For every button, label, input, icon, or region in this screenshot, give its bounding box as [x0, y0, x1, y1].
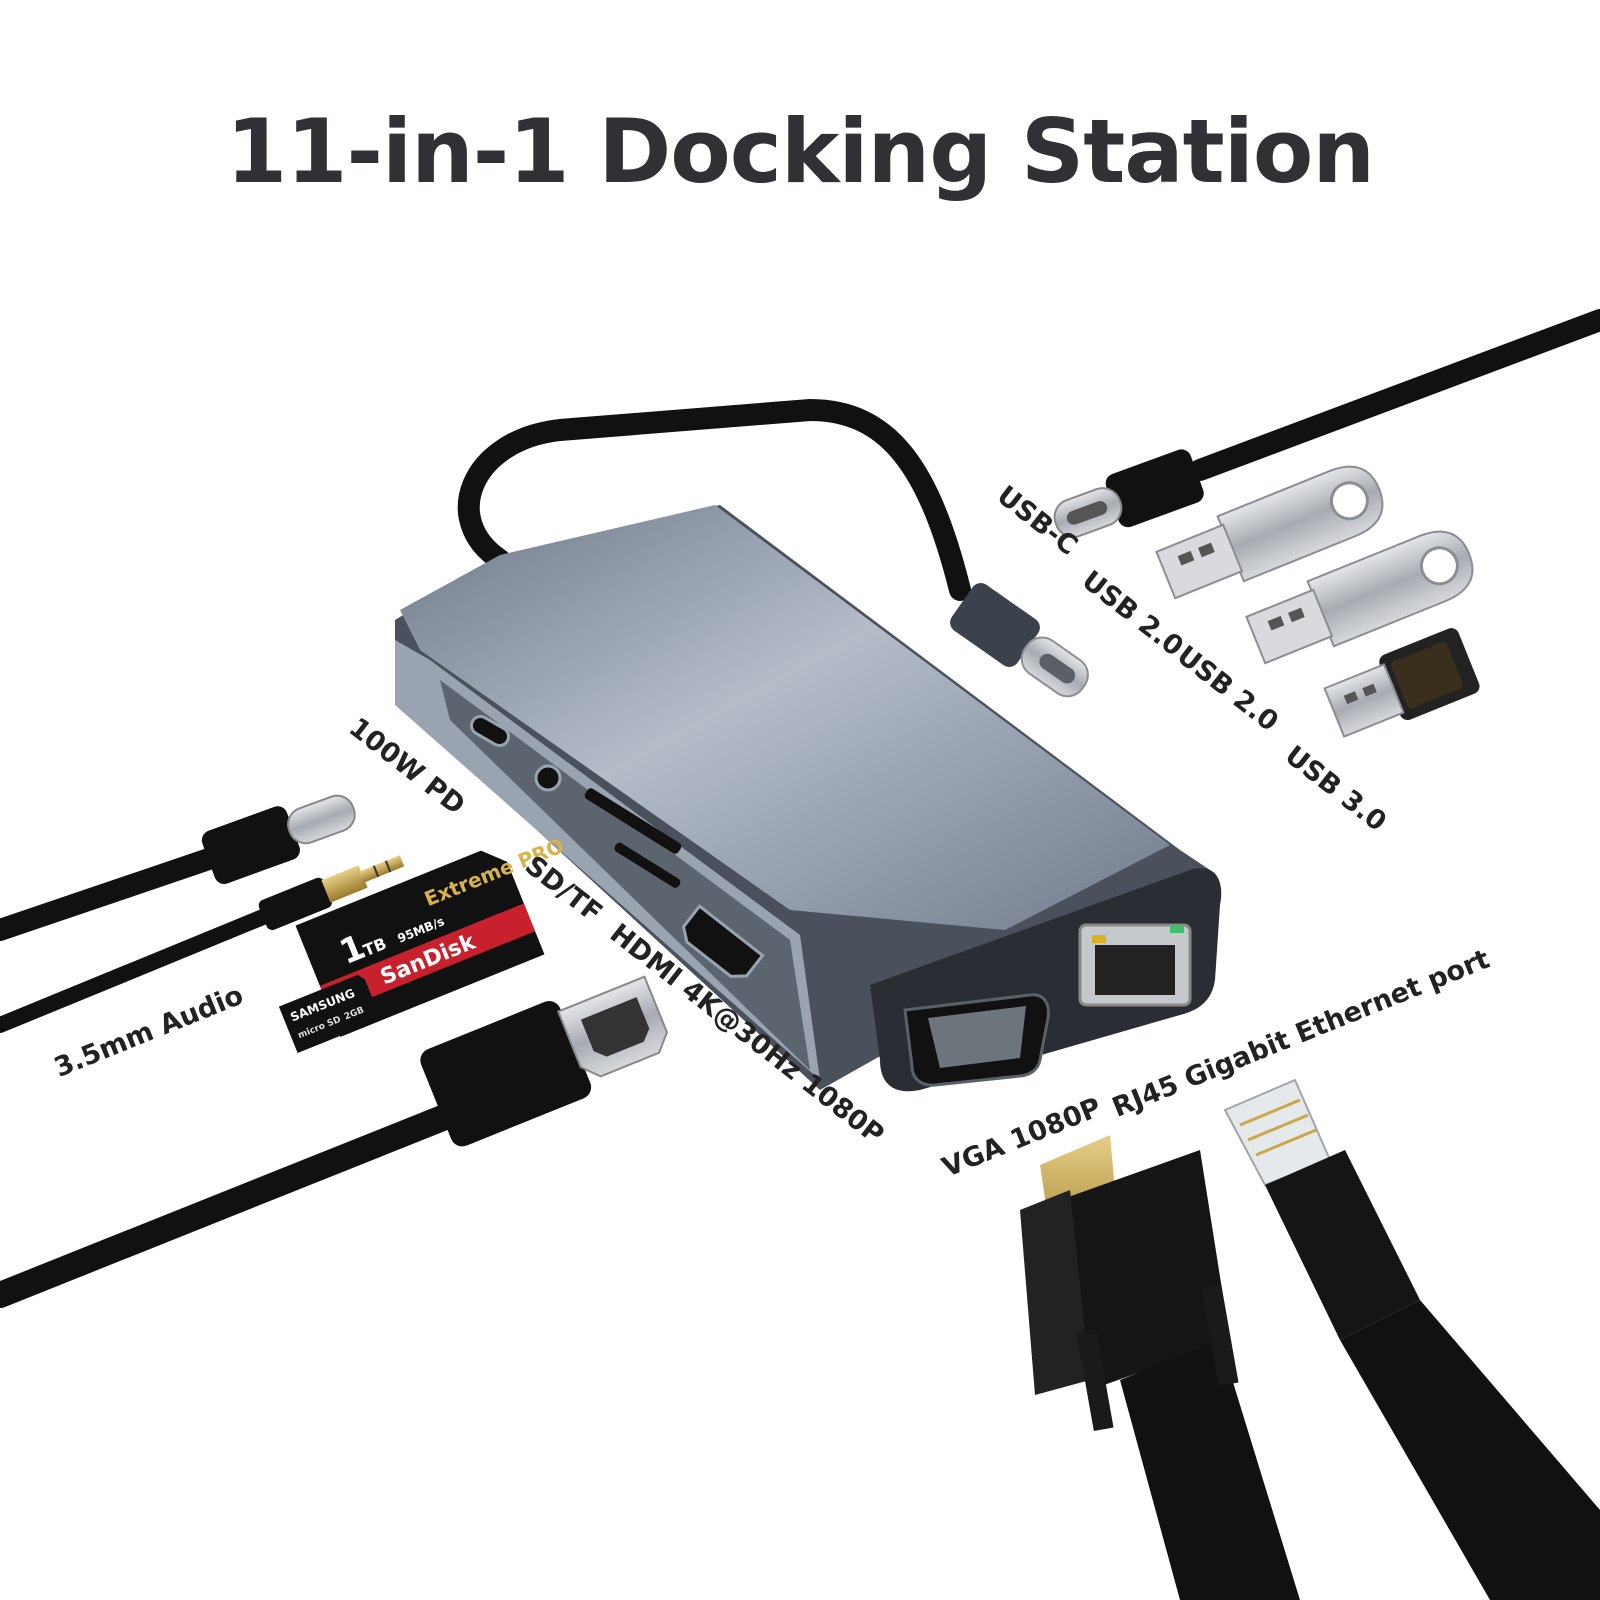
- sd-slot-icon: [584, 788, 682, 854]
- usb-c-cable: [1189, 309, 1600, 481]
- usb-flash-drive-1-icon: [1155, 465, 1384, 600]
- hdmi-port-icon: [681, 904, 765, 978]
- usb-c-plug-icon: [1053, 449, 1204, 538]
- audio-cable: [0, 902, 288, 1033]
- rj45-connector-icon: [1223, 1078, 1600, 1600]
- micro-sd-icon: SAMSUNG micro SD 2GB: [278, 974, 382, 1054]
- vga-port-icon: [903, 993, 1050, 1087]
- pd-usb-c-plug-icon: [201, 794, 356, 885]
- audio-port-icon: [534, 764, 562, 792]
- pd-port-icon: [469, 715, 511, 747]
- hdmi-cable: [0, 1102, 463, 1308]
- vga-connector-icon: [1020, 1135, 1300, 1600]
- usb-flash-drive-2-icon: [1245, 530, 1474, 665]
- usb-receiver-icon: [1323, 628, 1480, 738]
- audio-jack-icon: [258, 855, 405, 931]
- hdmi-plug-icon: [420, 975, 669, 1147]
- page-title: 11-in-1 Docking Station: [226, 100, 1375, 203]
- tf-slot-icon: [614, 842, 681, 888]
- hub-cable: [457, 398, 971, 601]
- hub-usb-c-plug: [950, 583, 1089, 698]
- rj45-port-icon: [1078, 923, 1192, 1007]
